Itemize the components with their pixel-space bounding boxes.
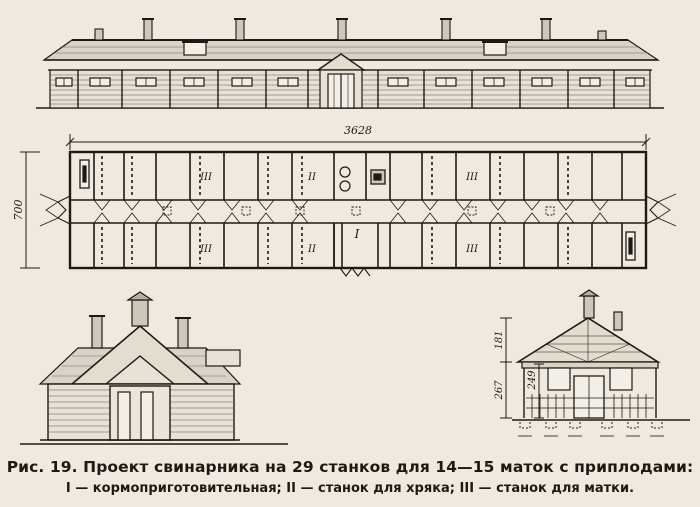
- room-label-boar-pen-top: II: [307, 172, 317, 183]
- section-dimension-249: 249: [527, 370, 538, 391]
- figure-caption-title: Рис. 19. Проект свинарника на 29 станков…: [6, 458, 694, 476]
- width-dimension-label: 700: [12, 200, 25, 221]
- floor-plan: [20, 134, 677, 277]
- length-dimension-label: 3628: [344, 124, 372, 137]
- room-label-sow-pen-3: III: [465, 172, 479, 183]
- section-dimension-267: 267: [494, 380, 505, 401]
- cross-section: [500, 289, 690, 437]
- room-label-sow-pen-2: III: [199, 244, 213, 255]
- room-label-boar-pen-bottom: II: [307, 244, 317, 255]
- room-label-sow-pen-1: III: [199, 172, 213, 183]
- room-label-sow-pen-4: III: [465, 244, 479, 255]
- section-dimension-181: 181: [494, 330, 505, 349]
- end-elevation: [20, 291, 288, 445]
- front-elevation: [36, 18, 664, 109]
- figure-caption-legend: I — кормоприготовительная; II — станок д…: [65, 481, 635, 496]
- room-label-feed-room: I: [354, 227, 360, 241]
